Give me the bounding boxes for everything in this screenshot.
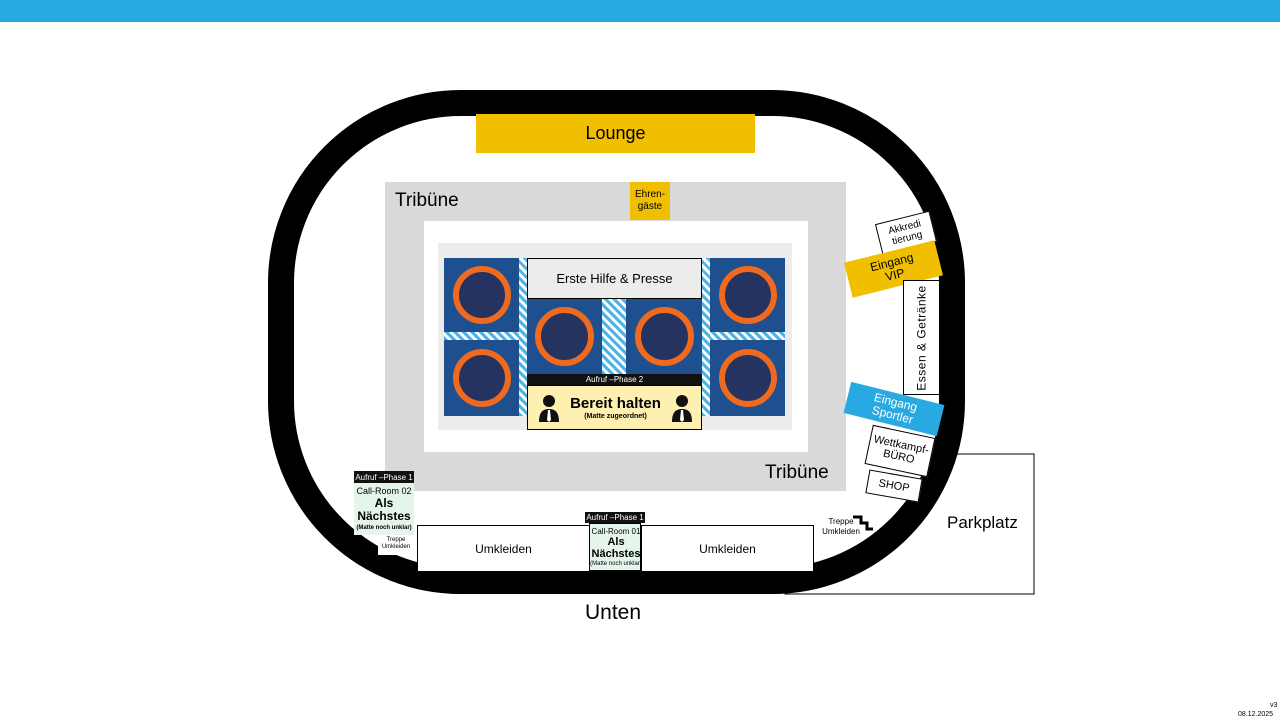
umkleiden-right: Umkleiden bbox=[641, 525, 814, 571]
mat-2 bbox=[444, 340, 519, 416]
call-room-02-phase: Aufruf –Phase 1 bbox=[354, 471, 414, 483]
matte-zugeordnet-label: (Matte zugeordnet) bbox=[584, 413, 647, 420]
walkway-right-vertical bbox=[702, 258, 710, 416]
person-icon bbox=[539, 395, 559, 422]
essen-getraenke-label: Essen & Getränke bbox=[914, 285, 929, 391]
mat-ring bbox=[535, 307, 594, 366]
call-room-02-title: Call-Room 02 bbox=[356, 486, 412, 496]
essen-getraenke-area: Essen & Getränke bbox=[903, 280, 939, 395]
bereit-halten-area: Bereit halten (Matte zugeordnet) bbox=[527, 385, 702, 430]
mat-ring bbox=[453, 349, 511, 407]
mat-ring bbox=[635, 307, 694, 366]
mat-ring bbox=[719, 349, 777, 407]
parkplatz-label: Parkplatz bbox=[947, 513, 1018, 532]
walkway-left bbox=[444, 332, 519, 340]
umkleiden-right-label: Umkleiden bbox=[699, 541, 756, 556]
ehrengaeste-label: Ehren- gäste bbox=[634, 189, 665, 212]
call-room-01-title: Call-Room 01 bbox=[591, 527, 641, 536]
shop-label: SHOP bbox=[877, 477, 911, 495]
lounge-label: Lounge bbox=[585, 123, 646, 143]
unten-label: Unten bbox=[585, 601, 642, 624]
aufruf-phase2-label: Aufruf –Phase 2 bbox=[527, 374, 702, 385]
umkleiden-left: Umkleiden bbox=[417, 525, 590, 571]
tribune-bottom-label: Tribüne bbox=[765, 462, 829, 483]
walkway-center bbox=[602, 299, 626, 374]
ehrengaeste-area: Ehren- gäste bbox=[630, 182, 670, 220]
call-room-02-main: Als Nächstes bbox=[357, 496, 411, 523]
treppe-right-label: Treppe Umkleiden bbox=[822, 517, 860, 536]
tribune-top-label: Tribüne bbox=[395, 190, 459, 211]
mat-ring bbox=[719, 266, 777, 324]
mat-3 bbox=[527, 299, 602, 374]
first-aid-press-area: Erste Hilfe & Presse bbox=[527, 258, 702, 299]
first-aid-press-label: Erste Hilfe & Presse bbox=[556, 271, 673, 286]
call-room-01-phase: Aufruf –Phase 1 bbox=[585, 512, 645, 523]
call-room-01-sub: (Matte noch unklar) bbox=[590, 561, 642, 567]
mat-4 bbox=[626, 299, 702, 374]
call-room-02-sub: (Matte noch unklar) bbox=[356, 525, 412, 531]
wettkampfbuero-label: Wettkampf- BÜRO bbox=[872, 433, 930, 467]
treppe-left-label: Treppe Umkleiden bbox=[378, 537, 414, 555]
walkway-left-vertical bbox=[519, 258, 527, 416]
umkleiden-left-label: Umkleiden bbox=[475, 541, 532, 556]
call-room-01-main: Als Nächstes bbox=[591, 536, 641, 560]
call-room-01: Call-Room 01 Als Nächstes (Matte noch un… bbox=[589, 523, 642, 571]
top-bar bbox=[0, 0, 1280, 22]
mat-ring bbox=[453, 266, 511, 324]
mat-1 bbox=[444, 258, 519, 332]
version-label: v3 bbox=[1270, 702, 1278, 709]
mat-6 bbox=[710, 340, 785, 416]
person-icon bbox=[672, 395, 692, 422]
date-label: 08.12.2025 bbox=[1238, 711, 1274, 718]
bereit-halten-label: Bereit halten bbox=[570, 395, 661, 412]
lounge-area: Lounge bbox=[476, 114, 755, 153]
call-room-02: Call-Room 02 Als Nächstes (Matte noch un… bbox=[354, 483, 414, 535]
walkway-right bbox=[710, 332, 785, 340]
stairs-icon bbox=[853, 515, 873, 531]
mat-5 bbox=[710, 258, 785, 332]
